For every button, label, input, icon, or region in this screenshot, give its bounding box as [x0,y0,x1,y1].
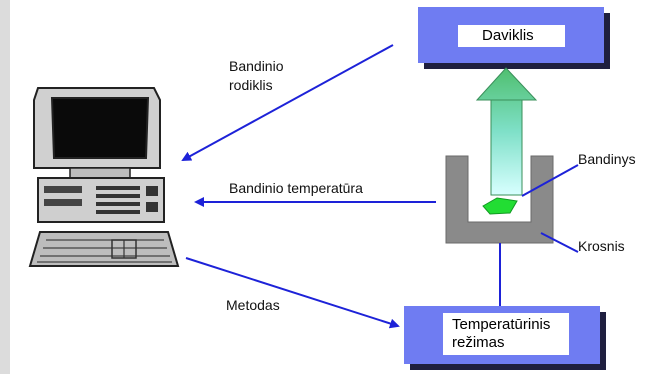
label-furnace: Krosnis [578,238,625,254]
label-sample-indicator: Bandinio rodiklis [229,58,284,93]
left-margin-strip [0,0,10,374]
computer-icon [28,87,180,267]
pointer-furnace [540,232,579,253]
arrow-sample-indicator [181,44,394,161]
sample-shape [482,197,518,215]
heat-arrow [475,67,538,196]
label-sample: Bandinys [578,151,636,167]
arrow-method [185,257,400,329]
pointer-sample [521,164,579,197]
label-method: Metodas [226,297,280,313]
label-sample-temperature: Bandinio temperatūra [229,180,363,196]
regime-box [404,306,606,370]
sensor-box-label: Daviklis [482,27,534,44]
sensor-box [418,7,610,69]
regime-box-label: Temperatūrinis režimas [452,316,551,351]
